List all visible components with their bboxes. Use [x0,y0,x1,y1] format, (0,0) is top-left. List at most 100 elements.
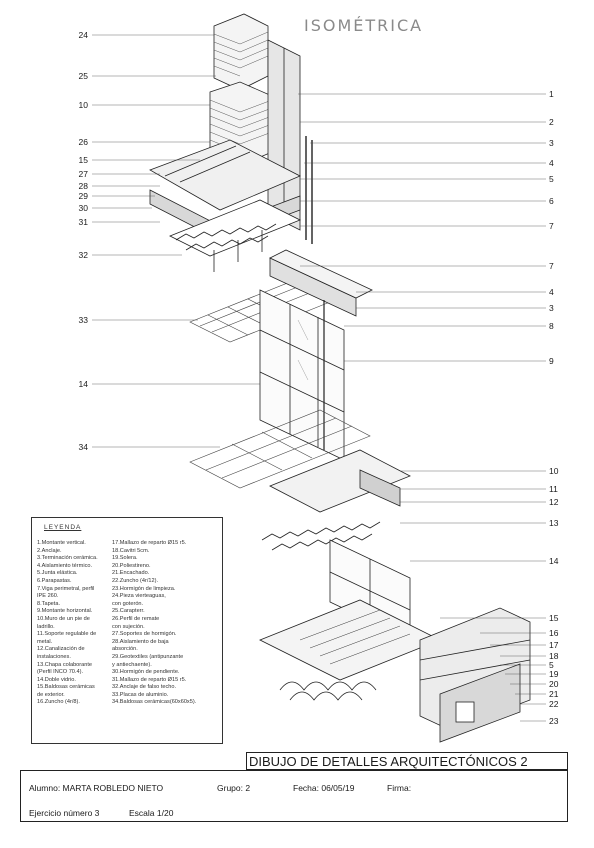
label-6: 6 [549,196,554,206]
label-7: 7 [549,221,554,231]
legend-item: 2.Anclaje. [37,547,62,554]
legend-item: 31.Mallazo de reparto Ø15 r5. [112,676,187,683]
drawing-title: ISOMÉTRICA [304,16,424,35]
legend-item: 1.Montante vertical. [37,540,86,546]
label-5: 5 [549,174,554,184]
group: Grupo: 2 [217,783,251,793]
label-15: 15 [78,155,88,165]
label-4b: 4 [549,287,554,297]
label-20: 20 [549,679,559,689]
legend-item: 18.Cavitri 5cm. [112,547,150,554]
label-3b: 3 [549,303,554,313]
legend-item: 30.Hormigón de pendiente. [112,669,180,676]
label-28: 28 [78,181,88,191]
label-13: 13 [549,518,559,528]
label-14: 14 [78,379,88,389]
ceiling-grid-lower [189,409,371,489]
legend-item: 21.Encachado. [112,570,150,577]
label-9: 9 [549,356,554,366]
legend-item: 20.Poliestireno. [112,562,151,569]
label-27: 27 [78,169,88,179]
legend-item: IPE 260. [37,593,59,600]
label-18: 18 [549,651,559,661]
ground-slab [259,599,531,743]
label-5r: 5 [549,660,554,670]
legend-item: con goterón. [112,600,144,607]
label-33: 33 [78,315,88,325]
leader-lines [92,34,546,722]
label-11: 11 [549,484,558,494]
label-31: 31 [78,217,88,227]
legend-item: 5.Junta elástica. [37,570,78,577]
label-24: 24 [78,30,88,40]
scale: Escala 1/20 [129,808,174,818]
label-10: 10 [78,100,88,110]
label-14r: 14 [549,556,559,566]
legend-item: 24.Pieza vierteaguas, [112,593,166,600]
exercise-number: Ejercicio número 3 [29,808,100,818]
date: Fecha: 06/05/19 [293,783,355,793]
legend-item: 14.Doble vidrio. [37,676,76,683]
title-block: Alumno: MARTA ROBLEDO NIETO Grupo: 2 Fec… [20,770,568,822]
legend-item: instalaciones. [37,653,71,660]
legend-item: 8.Tapeta. [37,600,61,607]
student-name: Alumno: MARTA ROBLEDO NIETO [29,783,164,793]
label-21: 21 [549,689,559,699]
legend-item: 4.Aislamiento térmico. [37,562,93,569]
legend-column-1: 1.Montante vertical. 2.Anclaje. 3.Termin… [37,540,133,707]
label-2: 2 [549,117,554,127]
label-32: 32 [78,250,88,260]
label-19: 19 [549,669,559,679]
legend-item: de exterior. [37,691,65,698]
perimeter-beam [269,249,373,317]
sheet-title: DIBUJO DE DETALLES ARQUITECTÓNICOS 2 [246,752,568,770]
legend-item: 17.Mallazo de reparto Ø15 r5. [112,540,187,546]
corrugated-deck-upper [169,199,301,272]
label-7b: 7 [549,261,554,271]
legend-item: ladrillo. [37,623,55,630]
legend-item: 11.Soporte regulable de [37,631,97,638]
reinforcement-mesh [299,609,411,665]
legend-item: 29.Geotextiles (antipunzante [112,653,184,660]
legend-item: 26.Perfil de remate [112,615,160,622]
label-12: 12 [549,497,559,507]
legend-item: 13.Chapa colaborante [37,661,93,668]
legend-item: 7.Viga perimetral, perfil [37,585,95,592]
legend-item: 15.Baldosas cerámicas [37,684,95,691]
label-29: 29 [78,191,88,201]
legend-title: LEYENDA [44,524,82,531]
legend-item: 10.Muro de un pie de [37,615,90,622]
legend-item: 28.Aislamiento de baja [112,638,169,645]
label-10r: 10 [549,466,559,476]
label-3: 3 [549,138,554,148]
label-8: 8 [549,321,554,331]
legend-item: absorción. [112,646,138,653]
legend-item: 23.Hormigón de limpieza. [112,585,176,592]
label-22: 22 [549,699,559,709]
intermediate-slab [261,449,411,551]
brick-courses [209,31,273,153]
label-23: 23 [549,716,559,726]
legend-item: 34.Baldosas cerámicas(60x60x5). [112,699,197,706]
legend-item: (Perfil INCO 70.4). [37,669,84,676]
legend-item: metal. [37,638,53,645]
legend-item: 25.Carapterr. [112,608,145,615]
label-15r: 15 [549,613,559,623]
legend-item: 3.Terminación cerámica. [37,555,98,562]
label-1: 1 [549,89,554,99]
legend-item: 27.Soportes de hormigón. [112,631,177,638]
label-30: 30 [78,203,88,213]
legend-item: y antiechaente). [112,661,152,668]
label-25: 25 [78,71,88,81]
legend-box: LEYENDA 1.Montante vertical. 2.Anclaje. … [31,517,223,744]
label-4: 4 [549,158,554,168]
legend-item: 33.Placas de aluminio. [112,691,169,698]
legend-column-2: 17.Mallazo de reparto Ø15 r5. 18.Cavitri… [112,540,208,707]
label-34: 34 [78,442,88,452]
brick-wall-upper [209,13,273,165]
legend-item: 6.Parapastas. [37,577,72,584]
legend-item: con sujeción. [112,623,145,630]
legend-item: 19.Solera. [112,555,138,562]
signature: Firma: [387,783,412,793]
